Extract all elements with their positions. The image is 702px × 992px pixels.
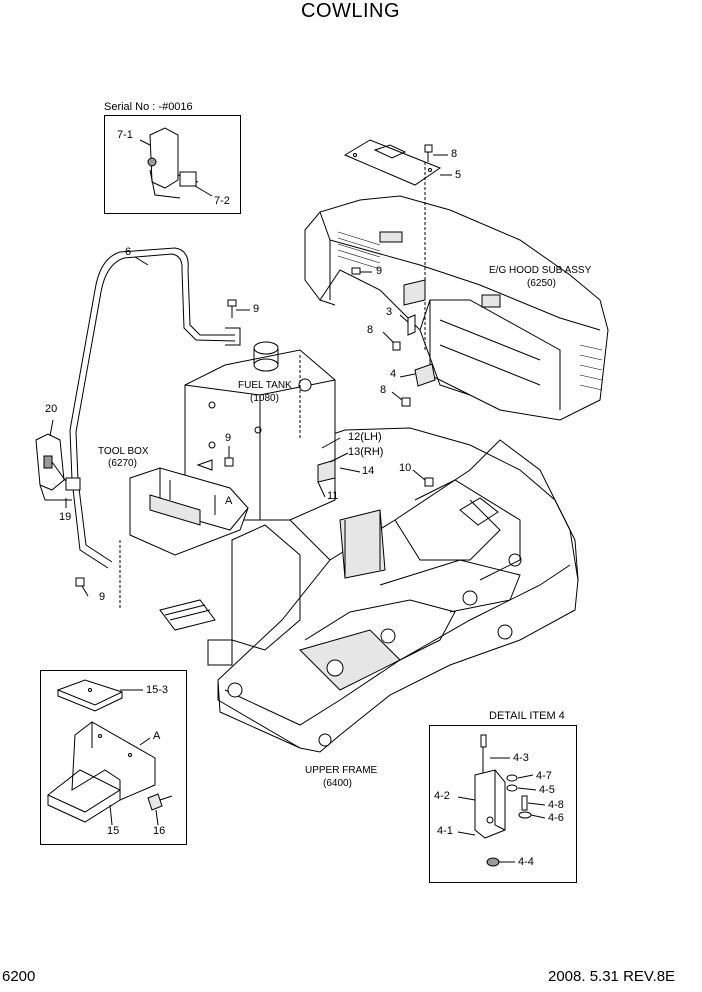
- callout-8-low: 8: [380, 384, 387, 396]
- callout-4-5: 4-5: [539, 784, 555, 796]
- frame-caption-line1: UPPER FRAME: [305, 765, 378, 776]
- callout-9-frame: 9: [99, 591, 106, 603]
- detail-4-box: [429, 725, 577, 883]
- callout-19: 19: [59, 511, 72, 523]
- callout-4-7: 4-7: [536, 770, 552, 782]
- serial-number-label: Serial No : -#0016: [104, 101, 193, 113]
- callout-8-mid: 8: [367, 324, 374, 336]
- callout-a-ref: A: [225, 495, 233, 507]
- hood-caption-line2: (6250): [527, 278, 556, 289]
- detail-a-box: [40, 670, 187, 845]
- page-title: COWLING: [301, 0, 401, 22]
- callout-a-detail: A: [153, 730, 161, 742]
- top-cover-drawing: [343, 139, 442, 186]
- callout-4-2: 4-2: [434, 790, 450, 802]
- fuel-caption-line2: (1080): [250, 393, 279, 404]
- callout-4-6: 4-6: [548, 812, 564, 824]
- callout-16: 16: [153, 825, 166, 837]
- callout-4-8: 4-8: [548, 799, 564, 811]
- callout-4-1: 4-1: [437, 825, 453, 837]
- callout-6: 6: [125, 246, 132, 258]
- mirror-drawing: [35, 433, 81, 501]
- callout-15: 15: [107, 825, 120, 837]
- fuel-caption-line1: FUEL TANK: [238, 380, 292, 391]
- callout-8-top: 8: [451, 148, 458, 160]
- toolbox-caption-line2: (6270): [108, 458, 137, 469]
- callout-20: 20: [45, 403, 58, 415]
- detail-4-drawing: [457, 734, 546, 867]
- callout-12-lh: 12(LH): [348, 431, 382, 443]
- callout-7-2: 7-2: [214, 195, 230, 207]
- detail-4-heading: DETAIL ITEM 4: [489, 710, 565, 722]
- hood-caption-line1: E/G HOOD SUB ASSY: [489, 265, 592, 276]
- handrail-drawing: [69, 247, 241, 569]
- hardware-drawing: [75, 144, 436, 587]
- serial-detail-box: [104, 115, 241, 214]
- toolbox-caption-line1: TOOL BOX: [98, 446, 149, 457]
- leader-lines: [49, 139, 452, 610]
- serial-mirror-drawing: [147, 127, 199, 199]
- callout-14: 14: [362, 465, 375, 477]
- callout-4-3: 4-3: [513, 752, 529, 764]
- callout-3: 3: [386, 306, 393, 318]
- upper-frame-drawing: [159, 427, 579, 753]
- frame-caption-line2: (6400): [323, 778, 352, 789]
- callout-4: 4: [390, 368, 397, 380]
- callout-9-tank: 9: [225, 432, 232, 444]
- page-number: 6200: [2, 968, 36, 985]
- engine-hood-drawing: [304, 195, 609, 421]
- callout-9-rail: 9: [253, 303, 260, 315]
- callout-11: 11: [327, 490, 339, 502]
- callout-13-rh: 13(RH): [348, 446, 384, 458]
- callout-5: 5: [455, 169, 462, 181]
- callout-4-4: 4-4: [518, 856, 534, 868]
- callout-10: 10: [399, 462, 412, 474]
- date-revision: 2008. 5.31 REV.8E: [548, 968, 676, 985]
- tool-box-drawing: [129, 467, 249, 556]
- detail-a-drawing: [47, 679, 173, 826]
- callout-9-hood: 9: [376, 265, 383, 277]
- callout-15-3: 15-3: [146, 684, 169, 696]
- callout-7-1: 7-1: [117, 129, 133, 141]
